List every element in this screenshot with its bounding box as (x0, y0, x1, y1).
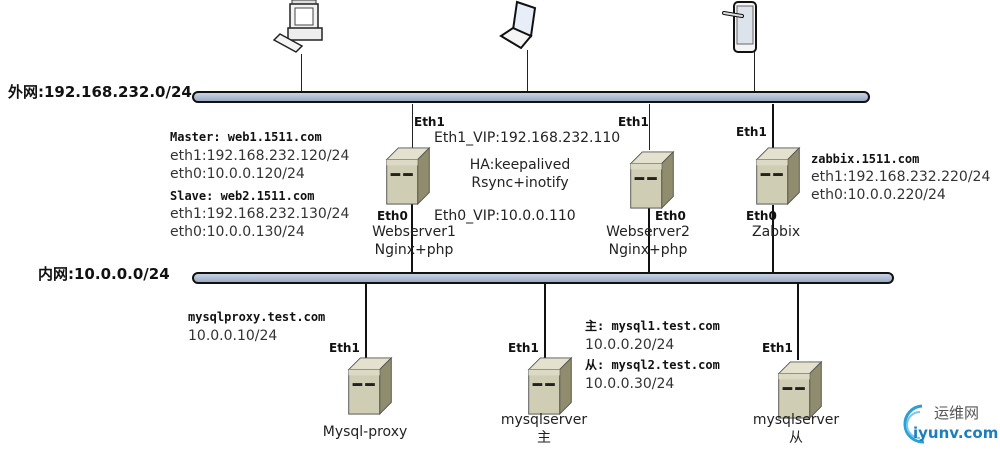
web2-eth1-label: Eth1 (618, 115, 649, 129)
internal-network-label: 内网:10.0.0.0/24 (38, 265, 170, 283)
mysql-slave-server-icon (776, 360, 824, 420)
webserver2-role: Nginx+php (608, 242, 688, 258)
laptop-icon (499, 0, 537, 50)
mysqlproxy-ip: 10.0.0.10/24 (188, 328, 278, 344)
zabbix-eth1-label: Eth1 (736, 125, 767, 139)
webserver1-role: Nginx+php (374, 242, 454, 258)
rsync-inotify-label: Rsync+inotify (471, 175, 569, 191)
mysql-master-ip: 10.0.0.20/24 (585, 337, 675, 353)
zabbix-server-icon (754, 146, 802, 206)
web2-eth0-label: Eth0 (655, 209, 686, 223)
zabbix-eth0-link (772, 205, 774, 272)
eth0-vip-label: Eth0_VIP:10.0.0.110 (434, 208, 576, 224)
slave-eth1-ip: eth1:192.168.232.130/24 (170, 206, 350, 222)
zabbix-eth0-label: Eth0 (746, 209, 777, 223)
master-eth0-ip: eth0:10.0.0.120/24 (170, 166, 305, 182)
mysqlproxy-link (365, 284, 367, 360)
webserver2-icon (628, 150, 676, 210)
mysqlproxy-server-icon (346, 356, 394, 416)
webserver2-name: Webserver2 (606, 224, 690, 240)
mysql-master-name: mysqlserver (500, 412, 588, 428)
ha-keepalived-label: HA:keepalived (469, 157, 571, 173)
desktop-computer-icon (272, 0, 323, 53)
mysql-master-role: 主 (537, 430, 551, 446)
tablet-link (754, 52, 755, 92)
webserver1-icon (384, 146, 432, 206)
web1-eth0-link (411, 200, 413, 272)
zabbix-eth0-ip: eth0:10.0.0.220/24 (811, 187, 946, 203)
laptop-link (527, 50, 528, 92)
mysqlproxy-host: mysqlproxy.test.com (188, 310, 326, 324)
mysql-slave-role: 从 (789, 430, 803, 446)
mysql-slave-host: 从: mysql2.test.com (585, 358, 720, 372)
mysqlproxy-eth1-label: Eth1 (329, 341, 360, 355)
web1-eth1-label: Eth1 (414, 115, 445, 129)
slave-eth0-ip: eth0:10.0.0.130/24 (170, 224, 305, 240)
mysql-master-eth1-label: Eth1 (508, 341, 539, 355)
mysql-master-server-icon (526, 356, 574, 416)
internal-network-bus (192, 272, 894, 284)
master-host-title: Master: web1.1511.com (170, 130, 322, 144)
mysqlproxy-name: Mysql-proxy (322, 424, 408, 440)
slave-host-title: Slave: web2.1511.com (170, 189, 315, 203)
mysql-master-link (544, 284, 546, 360)
master-eth1-ip: eth1:192.168.232.120/24 (170, 148, 350, 164)
zabbix-eth1-ip: eth1:192.168.232.220/24 (811, 169, 991, 185)
desktop-link (301, 54, 302, 92)
mysql-master-host: 主: mysql1.test.com (585, 319, 720, 333)
mysql-slave-eth1-label: Eth1 (762, 341, 793, 355)
tablet-icon (722, 1, 757, 53)
webserver1-name: Webserver1 (372, 224, 456, 240)
zabbix-eth1-link (772, 104, 774, 150)
zabbix-host: zabbix.1511.com (811, 152, 920, 166)
web1-eth0-label: Eth0 (377, 209, 408, 223)
eth1-vip-label: Eth1_VIP:192.168.232.110 (434, 130, 621, 146)
mysql-slave-link (797, 284, 799, 360)
watermark-logo-icon (903, 404, 925, 444)
web1-eth1-link (412, 104, 413, 150)
external-network-bus (192, 91, 870, 103)
mysql-slave-name: mysqlserver (752, 412, 840, 428)
watermark-site: iyunv.com (913, 424, 999, 442)
web2-eth1-link (649, 104, 650, 150)
mysql-slave-ip: 10.0.0.30/24 (585, 376, 675, 392)
external-network-label: 外网:192.168.232.0/24 (8, 83, 192, 101)
watermark-cn: 运维网 (934, 404, 980, 422)
zabbix-name: Zabbix (752, 224, 801, 240)
web2-eth0-link (648, 200, 650, 272)
